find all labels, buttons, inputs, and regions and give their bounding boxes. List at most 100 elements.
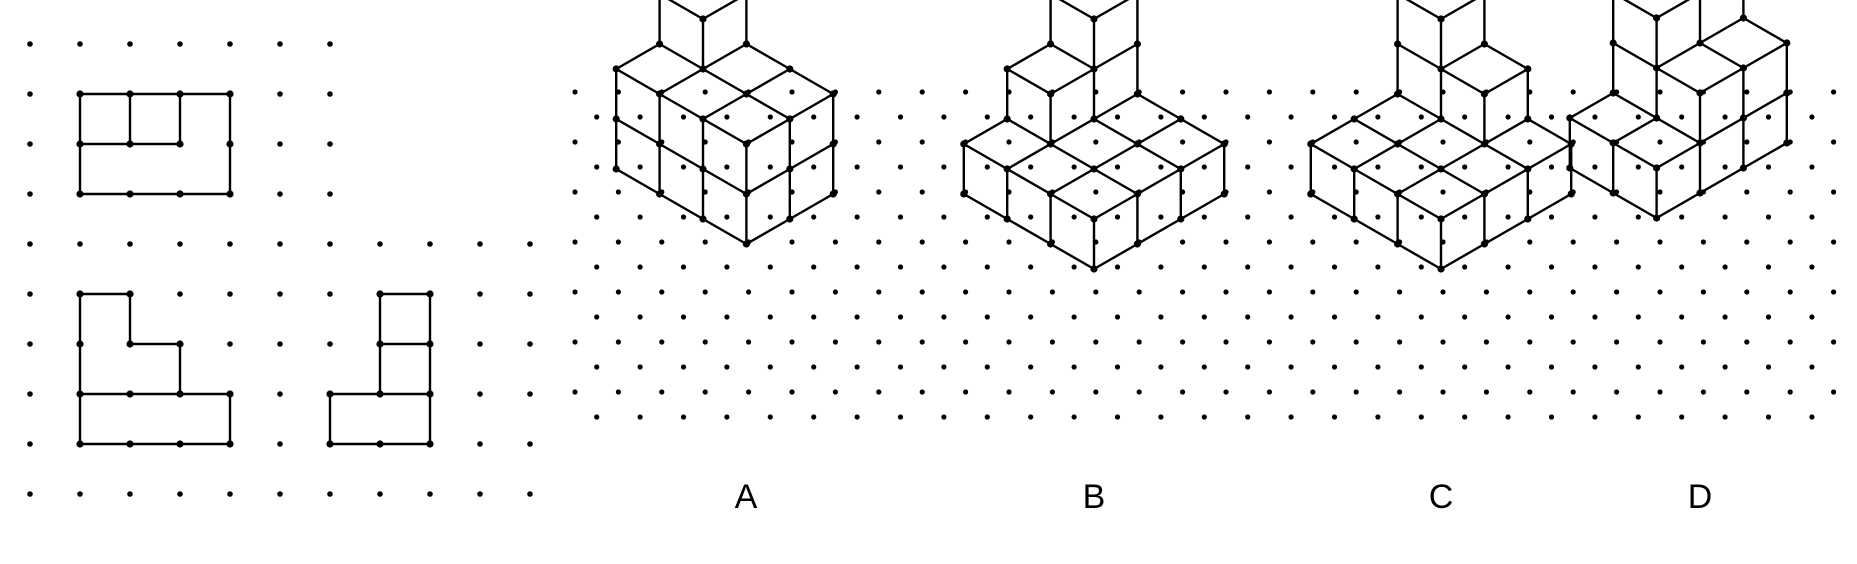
grid-dot: [1331, 214, 1338, 220]
grid-dot: [477, 391, 483, 397]
figure-edge: [1396, 42, 1443, 71]
grid-dot: [527, 441, 533, 447]
grid-dot: [1831, 389, 1837, 395]
grid-dot: [177, 491, 183, 497]
grid-dot: [1548, 264, 1555, 270]
grid-dot: [680, 164, 687, 170]
grid-dot: [1657, 89, 1663, 95]
grid-dot: [1201, 214, 1207, 220]
grid-dot: [1653, 164, 1661, 172]
figure-edge: [1526, 117, 1573, 146]
grid-dot: [1483, 289, 1489, 295]
grid-dot: [1480, 190, 1488, 198]
option-a-figure[interactable]: [612, 0, 837, 248]
option-d-figure[interactable]: [1566, 0, 1791, 222]
grid-dot: [1653, 14, 1661, 22]
grid-dot: [1201, 164, 1207, 170]
grid-dot: [1201, 114, 1207, 120]
grid-dot: [637, 164, 643, 170]
grid-dot: [1722, 414, 1728, 420]
grid-dot: [277, 91, 283, 97]
grid-dot: [1809, 114, 1815, 120]
grid-dot: [572, 239, 578, 245]
grid-dot: [1394, 190, 1402, 198]
grid-dot: [1635, 314, 1641, 320]
grid-dot: [1657, 239, 1663, 245]
figure-edge: [1092, 167, 1139, 196]
grid-dot: [746, 289, 752, 295]
option-b-figure[interactable]: [960, 0, 1228, 273]
grid-dot: [1288, 264, 1294, 270]
figure-edge: [1526, 142, 1573, 171]
grid-dot: [1397, 389, 1403, 395]
grid-dot: [984, 214, 990, 220]
grid-dot: [1331, 414, 1338, 420]
grid-dot: [1722, 214, 1728, 220]
grid-dot: [854, 214, 860, 220]
grid-dot: [919, 389, 925, 395]
figure-edge: [615, 117, 661, 146]
grid-dot: [1375, 214, 1381, 220]
grid-dot: [1047, 90, 1055, 98]
isometric-dot-grid: [572, 89, 1837, 420]
grid-dot: [919, 339, 925, 345]
figure-edge: [701, 0, 739, 21]
side-view: [326, 290, 434, 448]
grid-dot: [1245, 164, 1251, 170]
figure-edge: [701, 42, 748, 71]
figure-edge: [962, 117, 1009, 146]
grid-dot: [1090, 15, 1098, 23]
grid-dot: [1722, 314, 1728, 320]
grid-dot: [767, 114, 773, 120]
grid-dot: [1071, 114, 1077, 120]
grid-dot: [1375, 114, 1381, 120]
grid-dot: [1614, 389, 1620, 395]
grid-dot: [702, 389, 708, 395]
figure-edge: [615, 42, 661, 71]
option-c-figure[interactable]: [1307, 0, 1575, 273]
figure-edge: [1396, 117, 1443, 146]
grid-dot: [1700, 339, 1706, 345]
grid-dot: [1739, 114, 1747, 122]
grid-dot: [1614, 239, 1620, 245]
grid-dot: [897, 364, 904, 370]
grid-dot: [897, 414, 904, 420]
figure-edge: [701, 67, 748, 96]
figure-edge: [745, 217, 791, 246]
figure-edge: [1396, 142, 1443, 171]
grid-dot: [1394, 240, 1402, 248]
grid-dot: [376, 290, 384, 298]
grid-dot: [1418, 114, 1424, 120]
grid-dot: [1090, 165, 1098, 173]
grid-dot: [127, 41, 133, 47]
grid-dot: [1592, 314, 1598, 320]
grid-dot: [1394, 90, 1402, 98]
answer-options: [612, 0, 1791, 273]
grid-dot: [1375, 414, 1381, 420]
grid-dot: [1570, 289, 1576, 295]
grid-dot: [572, 139, 578, 145]
grid-dot: [1831, 289, 1837, 295]
figure-edge: [1483, 117, 1530, 146]
grid-dot: [876, 339, 882, 345]
figure-edge: [1309, 117, 1356, 146]
grid-dot: [1609, 39, 1617, 47]
grid-dot: [1657, 139, 1663, 145]
grid-dot: [767, 364, 773, 370]
figure-edge: [1049, 42, 1096, 71]
figure-edge: [1352, 167, 1399, 196]
orthographic-views: [76, 90, 434, 448]
grid-dot: [277, 191, 283, 197]
grid-dot: [594, 164, 600, 170]
grid-dot: [1440, 139, 1446, 145]
figure-edge: [788, 192, 835, 221]
grid-dot: [1180, 239, 1186, 245]
grid-dot: [1570, 389, 1576, 395]
grid-dot: [1548, 164, 1555, 170]
grid-dot: [1266, 289, 1272, 295]
grid-dot: [742, 140, 751, 148]
grid-dot: [724, 164, 730, 170]
figure-edge: [1439, 42, 1486, 71]
figure-edge: [667, 0, 705, 21]
grid-dot: [1093, 189, 1099, 195]
